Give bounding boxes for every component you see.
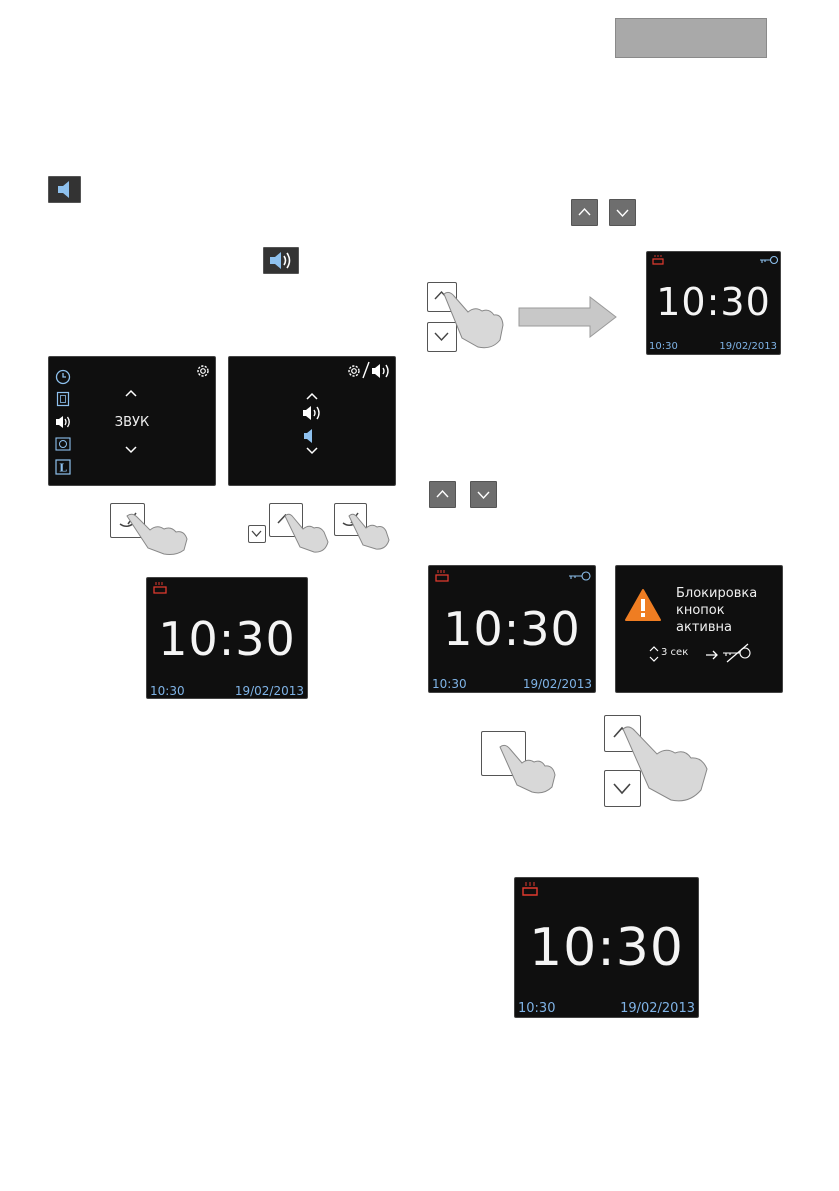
clock-time: 10:30 xyxy=(429,602,595,656)
heating-icon xyxy=(152,581,168,595)
speaker-sound-icon xyxy=(301,404,325,422)
down-chevron-icon xyxy=(125,446,137,454)
footer-date: 19/02/2013 xyxy=(620,1001,695,1016)
page-tab xyxy=(615,18,767,58)
clock-time: 10:30 xyxy=(647,280,780,324)
up-down-chevron-icon xyxy=(649,644,659,664)
svg-text:L: L xyxy=(59,462,67,475)
warning-icon xyxy=(624,588,662,622)
clock-screen-locked: 10:30 10:30 19/02/2013 xyxy=(646,251,781,355)
menu-screen: L ЗВУК xyxy=(48,356,216,486)
up-chevron-icon xyxy=(306,392,318,400)
gear-icon xyxy=(195,363,211,379)
clock-screen: 10:30 10:30 19/02/2013 xyxy=(146,577,308,699)
lock-message-line3: активна xyxy=(676,620,732,635)
key-icon xyxy=(568,570,592,582)
sound-submenu-screen xyxy=(228,356,396,486)
key-crossed-icon xyxy=(720,642,754,664)
lock-message-line1: Блокировка xyxy=(676,586,757,601)
down-key-icon xyxy=(609,199,636,226)
finger-icon xyxy=(282,512,332,554)
book-icon xyxy=(55,391,71,407)
timer-icon xyxy=(55,437,71,451)
heating-icon xyxy=(521,881,539,897)
footer-time: 10:30 xyxy=(432,677,467,691)
up-key-icon xyxy=(571,199,598,226)
slash-separator xyxy=(362,361,370,379)
speaker-sound-icon xyxy=(263,247,299,274)
footer-date: 19/02/2013 xyxy=(523,677,592,691)
lock-warning-screen: Блокировка кнопок активна 3 сек xyxy=(615,565,783,693)
finger-icon xyxy=(497,743,559,795)
menu-item-label: ЗВУК xyxy=(104,415,160,430)
speaker-icon xyxy=(301,427,321,445)
finger-icon xyxy=(124,512,190,556)
speaker-sound-icon xyxy=(54,414,74,430)
heating-icon xyxy=(434,569,450,583)
down-chevron-icon xyxy=(306,447,318,455)
down-key-icon xyxy=(470,481,497,508)
arrow-right-icon xyxy=(705,650,719,660)
lock-message-line2: кнопок xyxy=(676,603,725,618)
footer-date: 19/02/2013 xyxy=(235,684,304,698)
clock-time: 10:30 xyxy=(515,918,698,978)
speaker-sound-icon xyxy=(370,362,394,380)
up-chevron-icon xyxy=(125,389,137,397)
footer-time: 10:30 xyxy=(518,1001,555,1016)
key-icon xyxy=(759,255,779,265)
finger-icon xyxy=(346,512,392,552)
speaker-icon xyxy=(48,176,81,203)
footer-time: 10:30 xyxy=(649,341,678,352)
clock-icon xyxy=(55,369,71,385)
down-key[interactable] xyxy=(248,525,266,543)
clock-time: 10:30 xyxy=(147,612,307,666)
up-key-icon xyxy=(429,481,456,508)
finger-icon xyxy=(619,724,715,810)
finger-icon xyxy=(440,290,506,356)
clock-screen-locked: 10:30 10:30 19/02/2013 xyxy=(428,565,596,693)
footer-date: 19/02/2013 xyxy=(719,341,777,352)
clock-screen: 10:30 10:30 19/02/2013 xyxy=(514,877,699,1018)
gear-icon xyxy=(346,363,362,379)
footer-time: 10:30 xyxy=(150,684,185,698)
arrow-right-icon xyxy=(518,296,618,338)
lock-l-icon: L xyxy=(55,459,71,475)
heating-icon xyxy=(651,254,665,266)
hold-time-label: 3 сек xyxy=(661,647,688,658)
